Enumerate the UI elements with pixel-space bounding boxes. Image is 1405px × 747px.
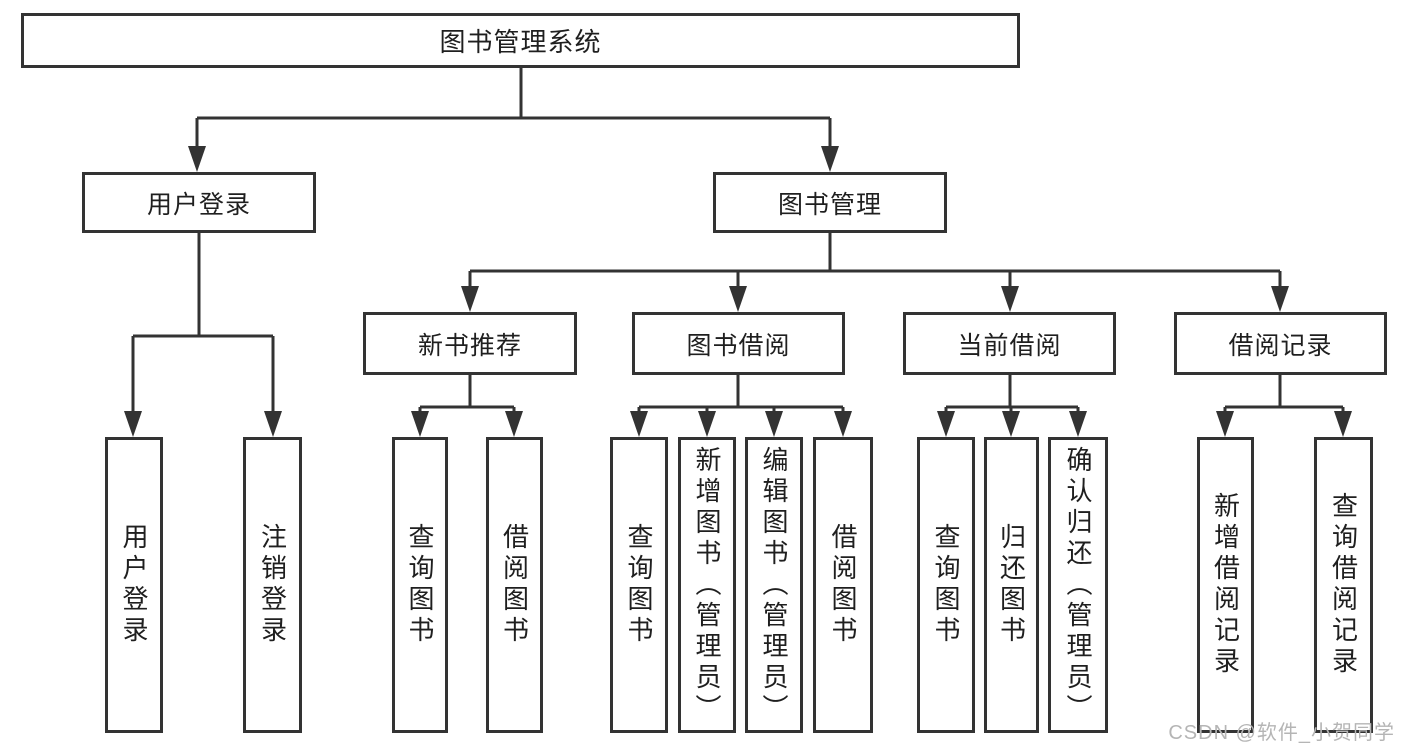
leaf-label: 注销登录 bbox=[257, 523, 288, 647]
leaf-logout: 注销登录 bbox=[243, 437, 302, 733]
leaf-label: 借阅图书 bbox=[499, 523, 530, 647]
leaf-return-books: 归还图书 bbox=[984, 437, 1039, 733]
node-label: 当前借阅 bbox=[957, 331, 1062, 360]
leaf-label: 编辑图书（管理员） bbox=[759, 445, 789, 725]
leaf-add-books-admin: 新增图书（管理员） bbox=[678, 437, 736, 733]
leaf-label: 查询借阅记录 bbox=[1328, 492, 1359, 678]
node-label: 图书管理 bbox=[777, 190, 882, 219]
node-label: 图书借阅 bbox=[686, 331, 791, 360]
node-library-system-root: 图书管理系统 bbox=[21, 13, 1020, 68]
leaf-edit-books-admin: 编辑图书（管理员） bbox=[745, 437, 803, 733]
leaf-borrow-books-recommend: 借阅图书 bbox=[486, 437, 543, 733]
leaf-label: 查询图书 bbox=[624, 523, 654, 647]
leaf-confirm-return-admin: 确认归还（管理员） bbox=[1048, 437, 1108, 733]
leaf-query-books-current: 查询图书 bbox=[917, 437, 975, 733]
leaf-label: 新增图书（管理员） bbox=[692, 445, 722, 725]
leaf-label: 用户登录 bbox=[119, 523, 149, 647]
leaf-query-books-borrow: 查询图书 bbox=[610, 437, 668, 733]
leaf-label: 新增借阅记录 bbox=[1210, 492, 1241, 678]
node-borrow-records: 借阅记录 bbox=[1174, 312, 1387, 375]
node-book-management: 图书管理 bbox=[713, 172, 947, 233]
leaf-label: 确认归还（管理员） bbox=[1063, 445, 1093, 725]
leaf-label: 查询图书 bbox=[405, 523, 435, 647]
node-book-borrow: 图书借阅 bbox=[632, 312, 845, 375]
leaf-label: 借阅图书 bbox=[828, 523, 858, 647]
node-label: 借阅记录 bbox=[1228, 331, 1333, 360]
node-user-login: 用户登录 bbox=[82, 172, 316, 233]
leaf-borrow-books: 借阅图书 bbox=[813, 437, 873, 733]
leaf-label: 查询图书 bbox=[931, 523, 961, 647]
node-current-borrow: 当前借阅 bbox=[903, 312, 1116, 375]
node-new-book-recommend: 新书推荐 bbox=[363, 312, 577, 375]
node-label: 用户登录 bbox=[146, 190, 251, 219]
leaf-query-books-recommend: 查询图书 bbox=[392, 437, 448, 733]
csdn-watermark: CSDN @软件_小贺同学 bbox=[1168, 722, 1395, 744]
leaf-user-login: 用户登录 bbox=[105, 437, 163, 733]
leaf-query-borrow-record: 查询借阅记录 bbox=[1314, 437, 1373, 733]
leaf-add-borrow-record: 新增借阅记录 bbox=[1197, 437, 1254, 733]
arrowhead-icons bbox=[124, 146, 1352, 437]
node-label: 新书推荐 bbox=[417, 331, 522, 360]
node-label: 图书管理系统 bbox=[439, 27, 602, 57]
leaf-label: 归还图书 bbox=[996, 523, 1027, 647]
